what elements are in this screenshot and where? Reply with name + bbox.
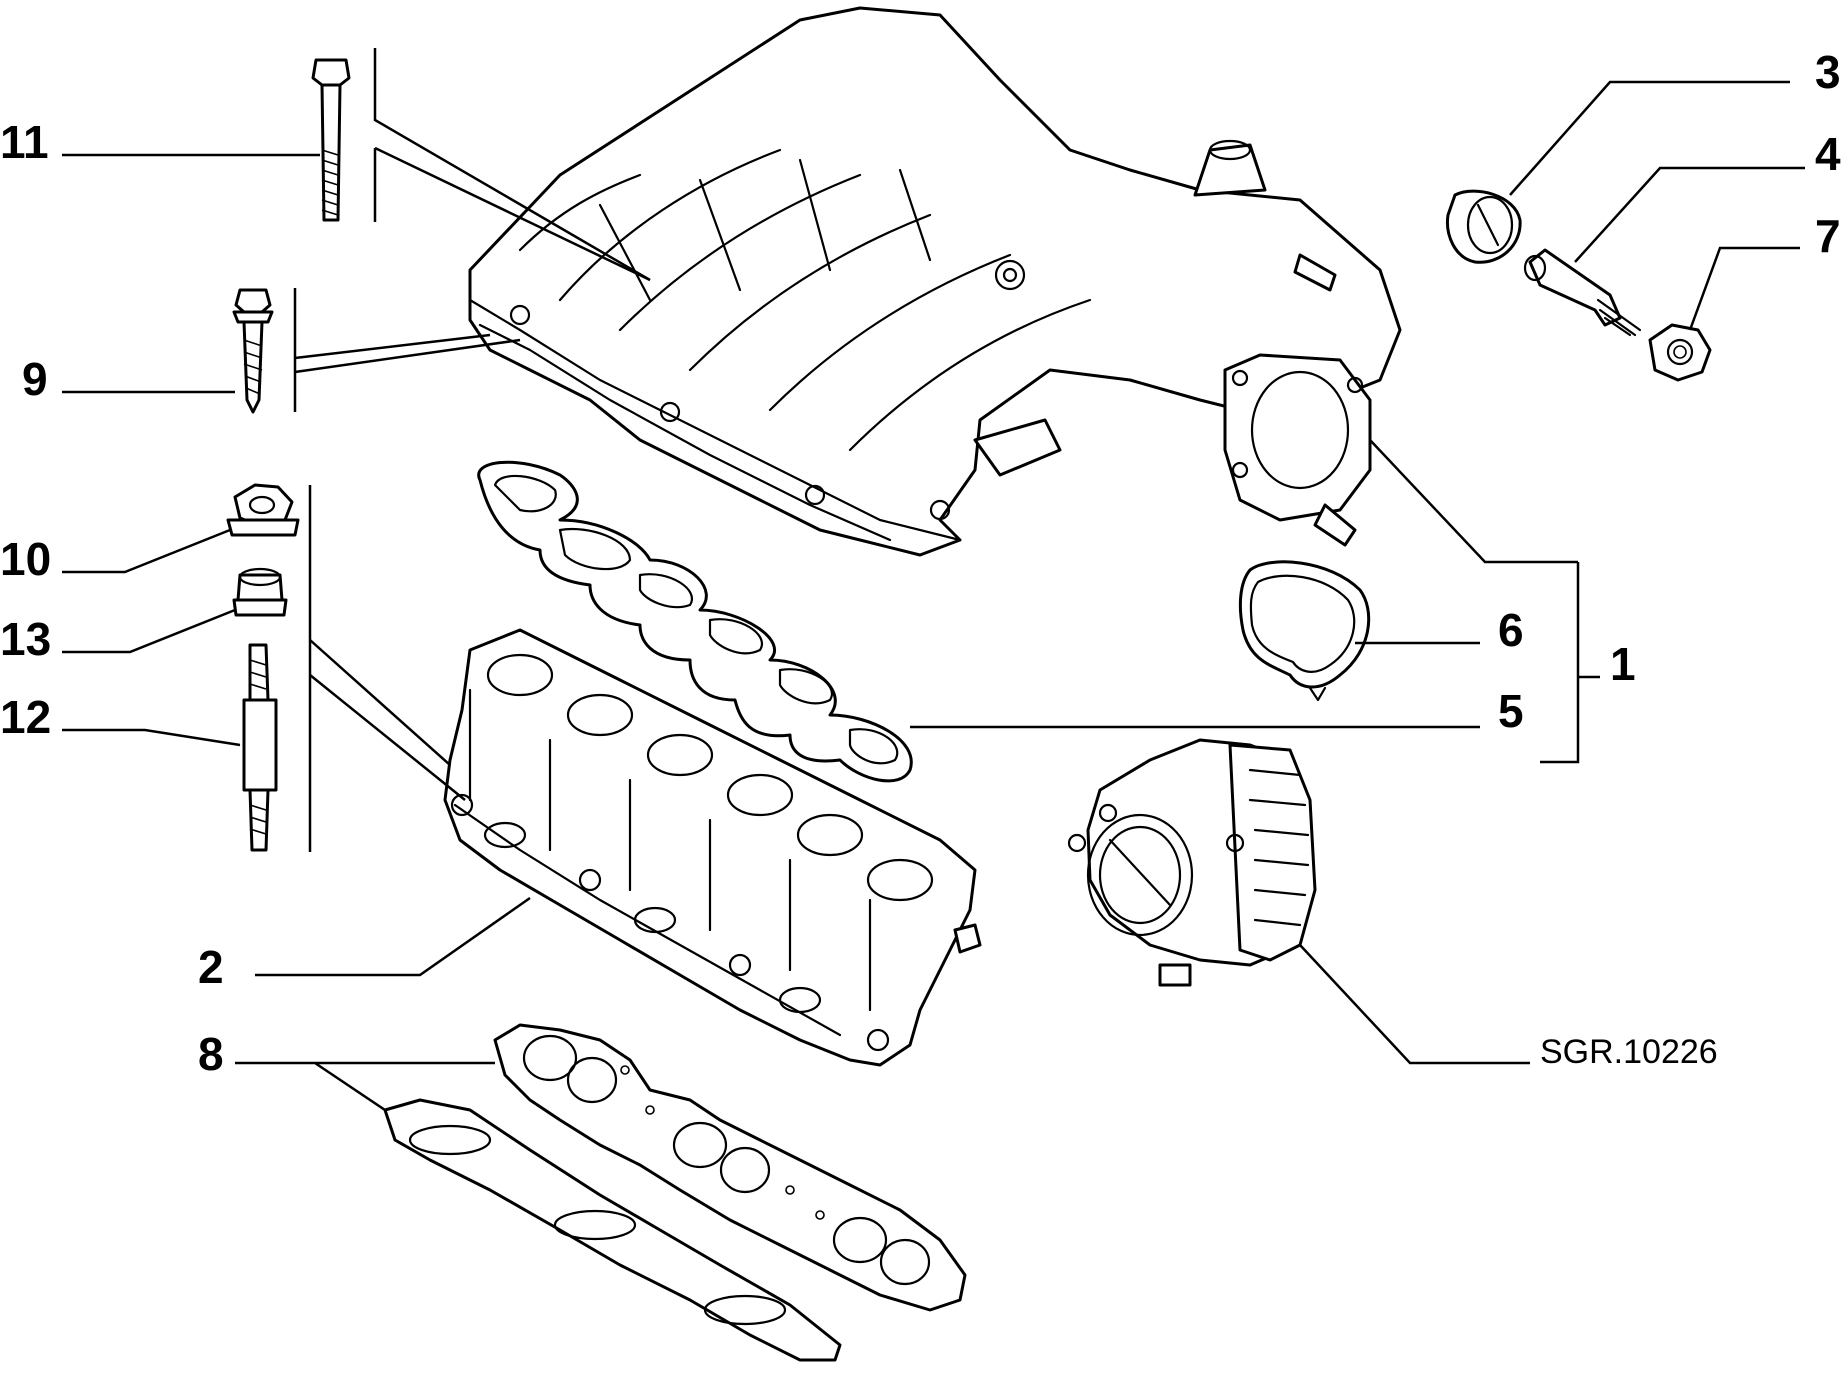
throttle-seal (1238, 560, 1371, 702)
callout-12: 12 (0, 691, 51, 743)
part-9-screw (232, 288, 274, 414)
callout-13: 13 (0, 613, 51, 665)
part-12-stud (242, 643, 278, 852)
upper-intake-manifold (468, 6, 1402, 557)
callout-10: 10 (0, 533, 51, 585)
part-7-nut (1648, 323, 1712, 382)
part-13-spacer (232, 567, 288, 617)
callout-4: 4 (1815, 128, 1841, 180)
callout-9: 9 (22, 353, 48, 405)
callout-1: 1 (1610, 638, 1636, 690)
reference-code: SGR.10226 (1540, 1033, 1718, 1071)
leader-lines (62, 48, 1805, 1112)
part-10-nut (226, 483, 300, 537)
callout-3: 3 (1815, 46, 1841, 98)
callout-5: 5 (1498, 685, 1524, 737)
callout-labels: 3 4 7 11 9 10 13 12 6 5 1 2 8 SGR.10226 (0, 46, 1841, 1080)
part-3-plug (1445, 189, 1522, 264)
plenum-gasket (477, 460, 913, 783)
throttle-body (1067, 738, 1317, 987)
callout-8: 8 (198, 1028, 224, 1080)
callout-2: 2 (198, 941, 224, 993)
callout-11: 11 (0, 116, 49, 168)
callout-7: 7 (1815, 210, 1841, 262)
part-4-stud (1523, 248, 1642, 337)
lower-gaskets (383, 1023, 967, 1362)
part-11-bolt (311, 58, 351, 222)
callout-6: 6 (1498, 604, 1524, 656)
lower-intake-manifold (443, 628, 982, 1067)
